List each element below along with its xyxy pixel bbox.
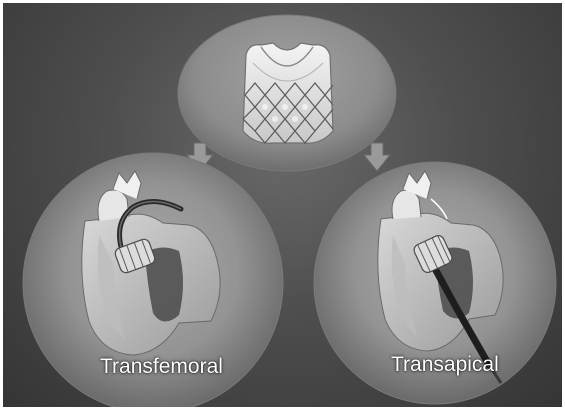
transfemoral-label: Transfemoral [100,355,223,379]
valve-stent [243,43,333,143]
transapical-label: Transapical [391,353,499,377]
top-valve-panel [178,15,396,171]
diagram-canvas [3,3,562,407]
arrow-right [364,143,390,171]
figure-panel: Transfemoral Transapical [3,3,562,407]
